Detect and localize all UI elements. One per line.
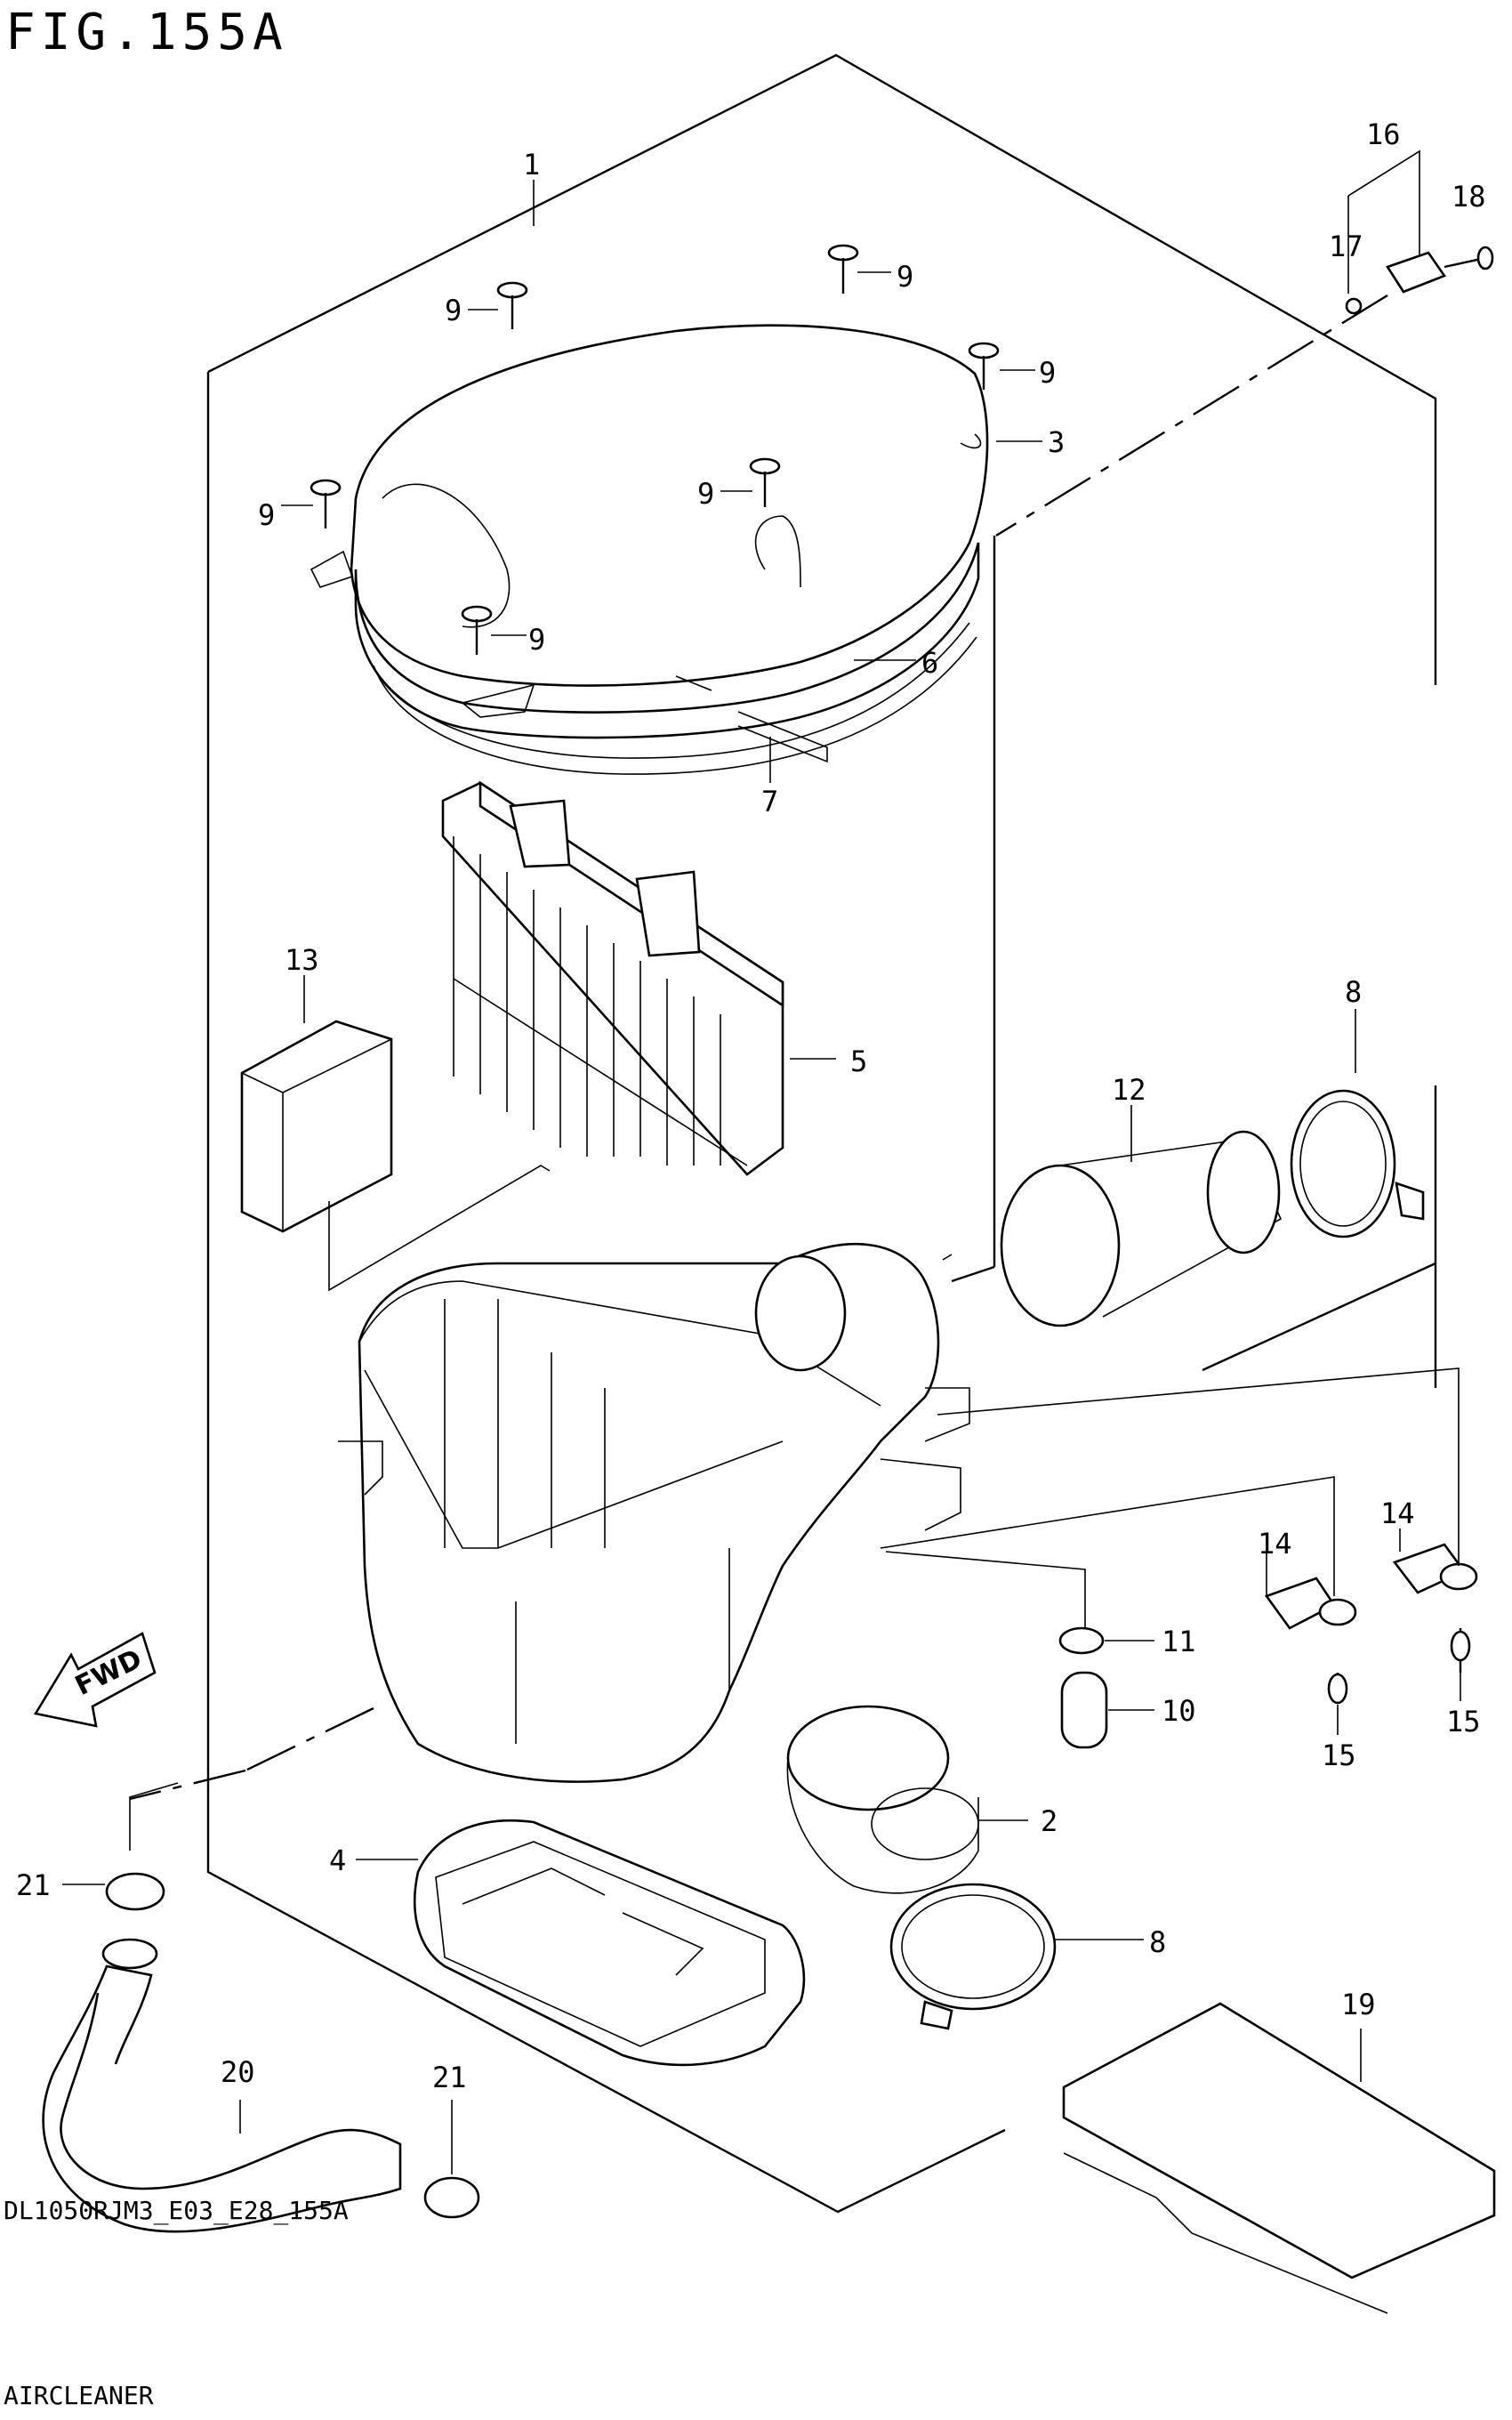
air-cleaner-cover [310, 324, 989, 739]
intake-temp-sensor [1345, 149, 1494, 315]
callout-11: 11 [1162, 1625, 1196, 1658]
intake-duct [786, 1705, 979, 1894]
screw-icon [310, 479, 342, 528]
callout-9: 9 [697, 477, 714, 511]
callout-12: 12 [1112, 1073, 1146, 1107]
callout-4: 4 [329, 1843, 346, 1877]
screw-icon [496, 281, 528, 329]
filter-pleats [453, 836, 721, 1166]
callout-20: 20 [221, 2055, 255, 2089]
lower-cover [413, 1819, 806, 2067]
screw-icon [827, 244, 859, 294]
hose-clamp-lower [889, 1883, 1057, 2030]
callout-3: 3 [1048, 425, 1065, 459]
callout-13: 13 [285, 943, 319, 977]
figure-title: FIG.155A [5, 4, 288, 61]
drain-hose [42, 1938, 402, 2233]
assembly-boundary [206, 53, 1437, 2214]
screw-icon [749, 457, 781, 507]
map-sensor-left [1264, 1577, 1357, 1705]
callout-16: 16 [1366, 117, 1401, 151]
screw-icon [968, 342, 1000, 390]
callout-9: 9 [445, 294, 462, 327]
callout-15: 15 [1322, 1738, 1356, 1772]
intake-funnel [1000, 1130, 1283, 1327]
callout-5: 5 [850, 1045, 867, 1078]
callout-21: 21 [432, 2061, 467, 2094]
callout-8: 8 [1345, 975, 1362, 1009]
callout-14: 14 [1258, 1527, 1292, 1561]
drain-plug [1060, 1671, 1108, 1749]
hose-clamp-upper [1290, 1089, 1425, 1238]
cover-seal [364, 622, 977, 775]
callout-9: 9 [897, 260, 913, 294]
callout-21: 21 [16, 1868, 51, 1902]
leader-lines [62, 180, 1461, 2174]
diagram-code: DL1050RJM3_E03_E28_155A [4, 2196, 349, 2225]
callout-7: 7 [761, 785, 778, 819]
callout-10: 10 [1162, 1694, 1196, 1728]
callout-9: 9 [528, 623, 545, 657]
air-filter-element [441, 780, 784, 1176]
callout-18: 18 [1452, 180, 1486, 214]
callout-19: 19 [1341, 1988, 1376, 2021]
map-sensor-right [1392, 1543, 1478, 1673]
callout-labels: 1 16 17 18 9 9 9 9 9 9 3 6 7 13 5 8 12 1… [16, 117, 1486, 2094]
hose-clip-lower [423, 2176, 480, 2219]
callout-15: 15 [1446, 1705, 1481, 1738]
callout-17: 17 [1329, 230, 1363, 263]
hose-clip-upper [105, 1872, 165, 1911]
callout-6: 6 [921, 646, 938, 680]
screw-icon [461, 605, 493, 655]
callout-1: 1 [523, 148, 540, 182]
callout-9: 9 [1039, 356, 1056, 390]
diagram-name: AIRCLEANER [4, 2381, 154, 2410]
seal-strip [675, 675, 828, 763]
drain-clip [1058, 1626, 1105, 1655]
forward-arrow-icon: FWD [33, 1632, 157, 1728]
callout-14: 14 [1380, 1496, 1415, 1530]
air-cleaner-case [338, 1242, 970, 1783]
callout-9: 9 [258, 498, 275, 532]
callout-8: 8 [1149, 1925, 1166, 1959]
callout-2: 2 [1041, 1804, 1058, 1838]
screw-group [310, 244, 1000, 655]
protection-sheet [1062, 2002, 1496, 2314]
filter-sponge [240, 1020, 551, 1292]
